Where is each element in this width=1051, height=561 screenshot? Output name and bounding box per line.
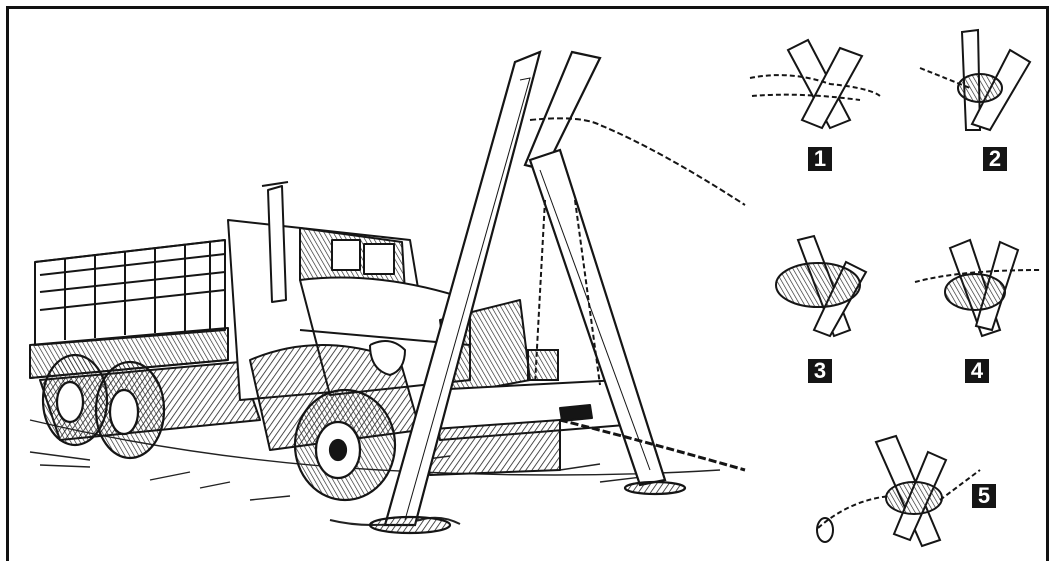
step-number-2-badge: 2 — [983, 147, 1007, 171]
step-number-3-badge: 3 — [808, 359, 832, 383]
step-number-1-badge: 1 — [808, 147, 832, 171]
lashing-step-3-sketch — [776, 236, 866, 336]
lashing-step-4-sketch — [915, 240, 1040, 336]
lashing-step-1-sketch — [750, 40, 880, 128]
step-number-4-badge: 4 — [965, 359, 989, 383]
step-number-5-badge: 5 — [972, 484, 996, 508]
lashing-step-2-sketch — [920, 30, 1030, 130]
lashing-step-5-sketch — [817, 436, 980, 546]
